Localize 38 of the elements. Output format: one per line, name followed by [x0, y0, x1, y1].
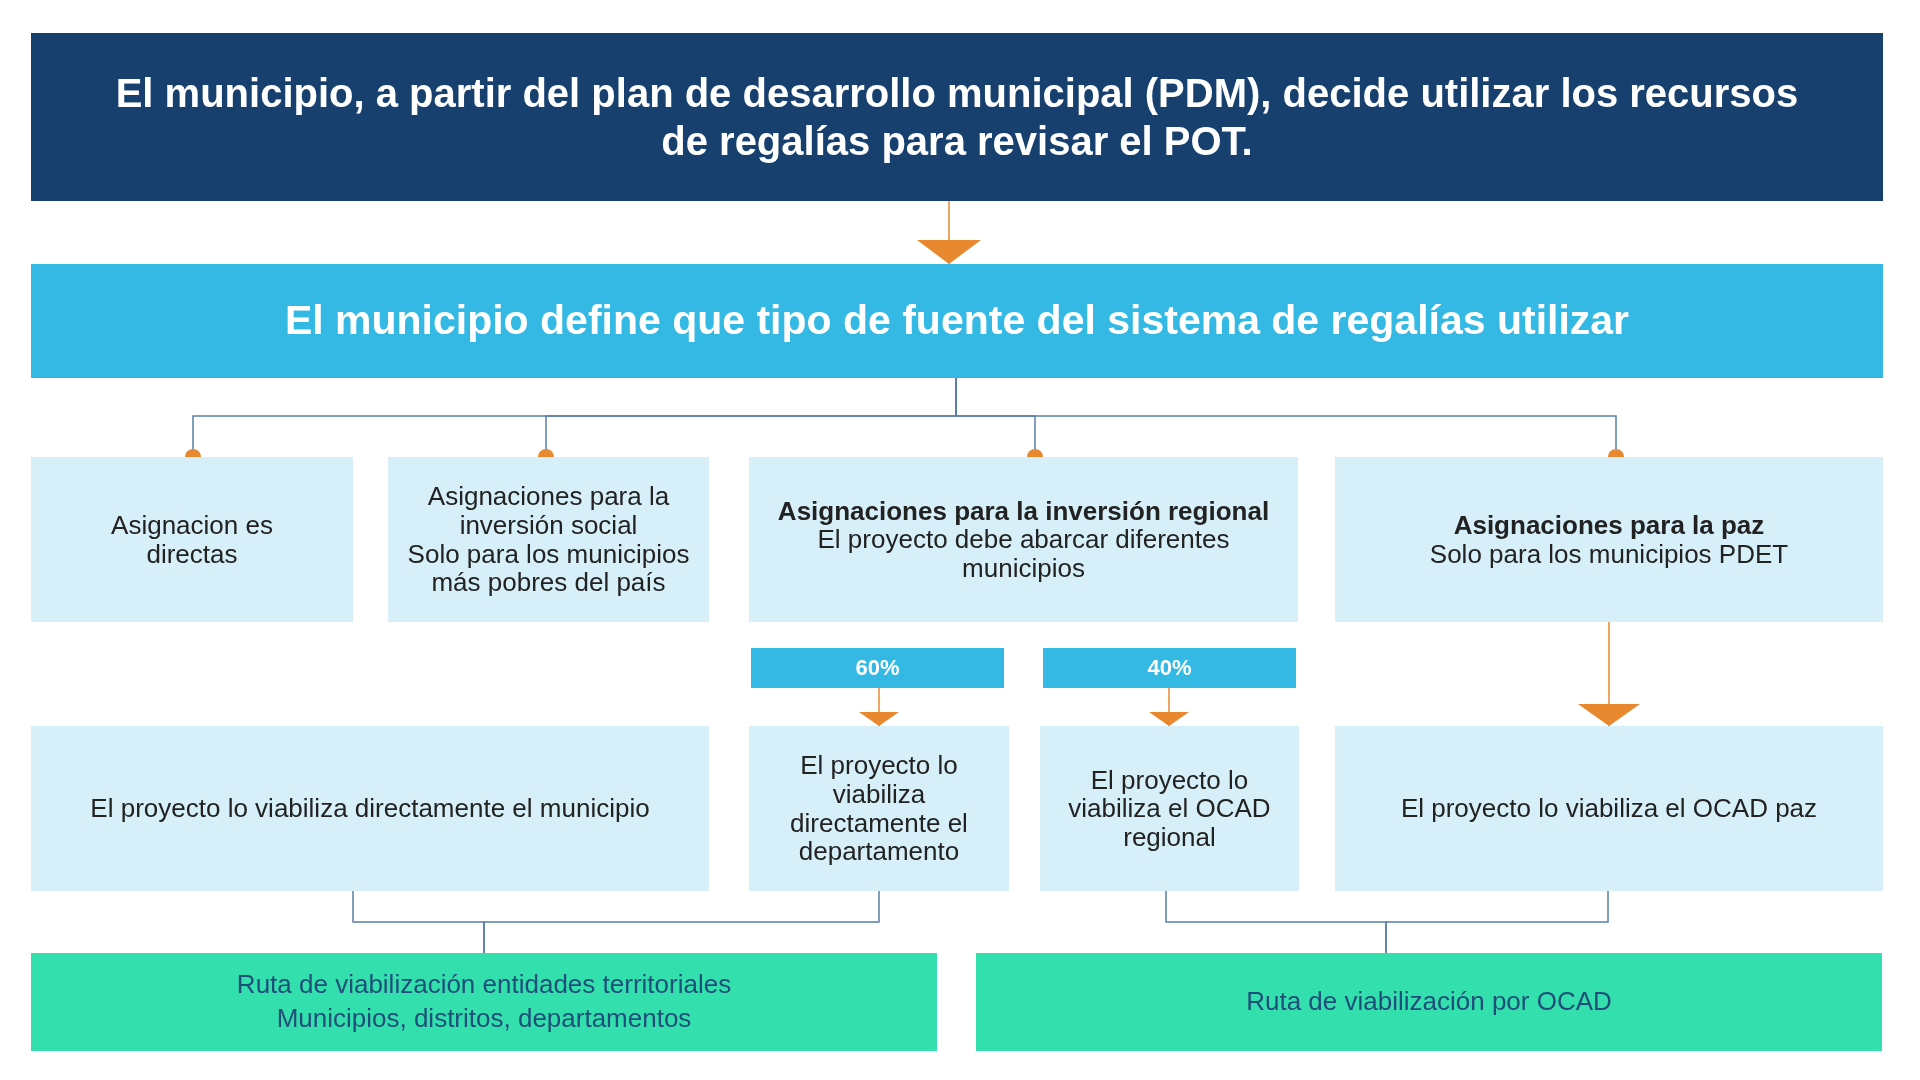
info-box — [388, 457, 709, 622]
info-box — [749, 726, 1009, 891]
header-banner — [31, 264, 1883, 378]
box-text: El proyecto lo viabiliza directamente el departamento — [789, 751, 969, 866]
route-box — [976, 953, 1882, 1051]
title-banner — [31, 33, 1883, 201]
box-text: El proyecto lo viabiliza directamente el municipio — [90, 794, 650, 823]
info-box — [1040, 726, 1299, 891]
info-box — [749, 457, 1298, 622]
info-box — [1335, 457, 1883, 622]
box-text: 40% — [1147, 657, 1192, 679]
connector-line — [1385, 890, 1609, 954]
box-text: El municipio define que tipo de fuente del sistema de regalías utilizar — [284, 296, 1630, 346]
percentage-bar — [1043, 648, 1296, 688]
info-box — [31, 457, 353, 622]
chevron-arrow — [859, 687, 899, 727]
box-text: El proyecto lo viabiliza el OCAD regional — [1067, 765, 1272, 852]
box-heading: Ruta de viabilización entidades territoriales — [236, 968, 732, 1002]
box-heading: Asignaciones para la inversión regional — [777, 496, 1270, 526]
info-box — [1335, 726, 1883, 891]
box-text: Ruta de viabilización por OCAD — [1246, 985, 1612, 1019]
chevron-arrow — [1149, 687, 1189, 727]
chevron-arrow — [917, 200, 981, 265]
connector-line — [483, 890, 880, 954]
box-heading: Asignaciones para la paz — [1453, 510, 1765, 540]
box-text: Asignacion es directas — [110, 510, 274, 569]
box-text: 60% — [855, 657, 900, 679]
box-text: El municipio, a partir del plan de desarrollo municipal (PDM), decide utilizar los recursos de regalías para revisar el POT. — [114, 70, 1800, 165]
route-box — [31, 953, 937, 1051]
box-text: Solo para los municipios PDET — [1429, 539, 1789, 569]
box-text: El proyecto lo viabiliza el OCAD paz — [1400, 794, 1818, 823]
info-box — [31, 726, 709, 891]
box-text: Solo para los municipios más pobres del país — [406, 539, 691, 597]
box-heading: Asignaciones para la inversión social — [426, 482, 671, 540]
percentage-bar — [751, 648, 1004, 688]
chevron-arrow — [1578, 621, 1640, 727]
box-text: Municipios, distritos, departamentos — [276, 1002, 692, 1035]
box-text: El proyecto debe abarcar diferentes municipios — [817, 525, 1230, 583]
